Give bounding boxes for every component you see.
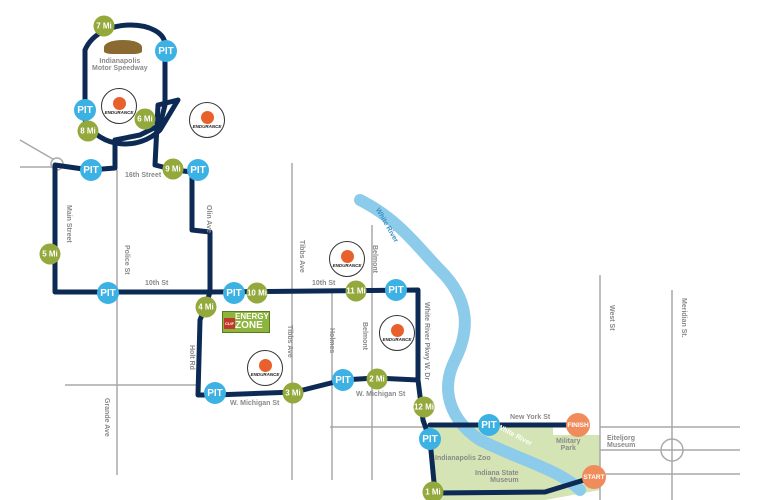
- pit-stop: PIT: [80, 159, 102, 181]
- pit-stop: PIT: [332, 369, 354, 391]
- energy-zone-brand: CLIF: [224, 318, 235, 329]
- endurance-logo-icon: [390, 324, 404, 337]
- endurance-label: ENDURANCE: [332, 263, 362, 268]
- street-meridian: Meridian St.: [680, 298, 687, 338]
- street-10th-east: 10th St: [312, 280, 336, 287]
- endurance-label: ENDURANCE: [192, 124, 222, 129]
- endurance-station: ENDURANCE: [101, 88, 137, 124]
- mile-marker-8: 8 Mi: [77, 120, 99, 142]
- speedway-logo-icon: [104, 40, 142, 54]
- mile-marker-12: 12 Mi: [413, 396, 435, 418]
- street-white-river-pkwy: White River Pkwy W. Dr: [423, 302, 430, 381]
- mile-marker-7: 7 Mi: [93, 15, 115, 37]
- military-park-line2: Park: [560, 445, 576, 452]
- pit-stop: PIT: [187, 159, 209, 181]
- mile-marker-9: 9 Mi: [162, 158, 184, 180]
- street-holt: Holt Rd: [188, 345, 195, 370]
- mile-marker-1: 1 Mi: [422, 481, 444, 500]
- street-michigan-east: W. Michigan St: [356, 391, 406, 398]
- pit-stop: PIT: [204, 382, 226, 404]
- pit-stop: PIT: [97, 282, 119, 304]
- endurance-label: ENDURANCE: [250, 372, 280, 377]
- start-marker: START: [582, 465, 606, 489]
- state-museum-line2: Museum: [490, 477, 519, 484]
- parks: [430, 425, 600, 500]
- endurance-station: ENDURANCE: [189, 102, 225, 138]
- white-river: [354, 194, 586, 496]
- endurance-label: ENDURANCE: [382, 337, 412, 342]
- street-belmont-1: Belmont: [371, 245, 378, 273]
- endurance-station: ENDURANCE: [379, 315, 415, 351]
- mile-marker-11: 11 Mi: [345, 280, 367, 302]
- street-tibbs-1: Tibbs Ave: [298, 240, 305, 273]
- street-police: Police St: [123, 245, 130, 275]
- finish-marker: FINISH: [566, 413, 590, 437]
- pit-stop: PIT: [385, 279, 407, 301]
- mile-marker-4: 4 Mi: [195, 296, 217, 318]
- endurance-logo-icon: [340, 250, 354, 263]
- endurance-station: ENDURANCE: [329, 241, 365, 277]
- pit-stop: PIT: [478, 414, 500, 436]
- military-park-line1: Military: [556, 438, 581, 445]
- endurance-label: ENDURANCE: [104, 110, 134, 115]
- pit-stop: PIT: [155, 40, 177, 62]
- street-michigan-west: W. Michigan St: [230, 400, 280, 407]
- mile-marker-2: 2 Mi: [366, 368, 388, 390]
- eiteljorg-line2: Museum: [607, 442, 636, 449]
- street-holmes: Holmes: [328, 328, 335, 354]
- street-olin: Olin Ave: [205, 205, 212, 233]
- street-tibbs-2: Tibbs Ave: [286, 325, 293, 358]
- energy-zone-line1: ENERGY: [235, 312, 269, 321]
- energy-zone-line2: ZONE: [235, 320, 263, 331]
- energy-zone-badge: CLIF ENERGY ZONE: [222, 311, 270, 333]
- street-10th-west: 10th St: [145, 280, 169, 287]
- speedway-line2: Motor Speedway: [92, 65, 148, 72]
- street-grande: Grande Ave: [103, 398, 110, 437]
- pit-stop: PIT: [419, 428, 441, 450]
- street-new-york: New York St: [510, 414, 551, 421]
- endurance-logo-icon: [200, 111, 214, 124]
- mile-marker-6: 6 Mi: [134, 108, 156, 130]
- endurance-logo-icon: [112, 97, 126, 110]
- zoo-label: Indianapolis Zoo: [435, 455, 491, 462]
- pit-stop: PIT: [223, 282, 245, 304]
- mile-marker-3: 3 Mi: [282, 382, 304, 404]
- street-main: Main Street: [65, 205, 72, 243]
- mile-marker-10: 10 Mi: [246, 282, 268, 304]
- state-museum-line1: Indiana State: [475, 470, 519, 477]
- pit-stop: PIT: [74, 99, 96, 121]
- street-belmont-2: Belmont: [361, 322, 368, 350]
- speedway-line1: Indianapolis: [99, 58, 141, 65]
- mile-marker-5: 5 Mi: [39, 243, 61, 265]
- eiteljorg-line1: Eiteljorg: [607, 435, 636, 442]
- street-west: West St: [608, 305, 615, 331]
- street-16th: 16th Street: [125, 172, 162, 179]
- race-route: [52, 22, 597, 496]
- endurance-logo-icon: [258, 359, 272, 372]
- endurance-station: ENDURANCE: [247, 350, 283, 386]
